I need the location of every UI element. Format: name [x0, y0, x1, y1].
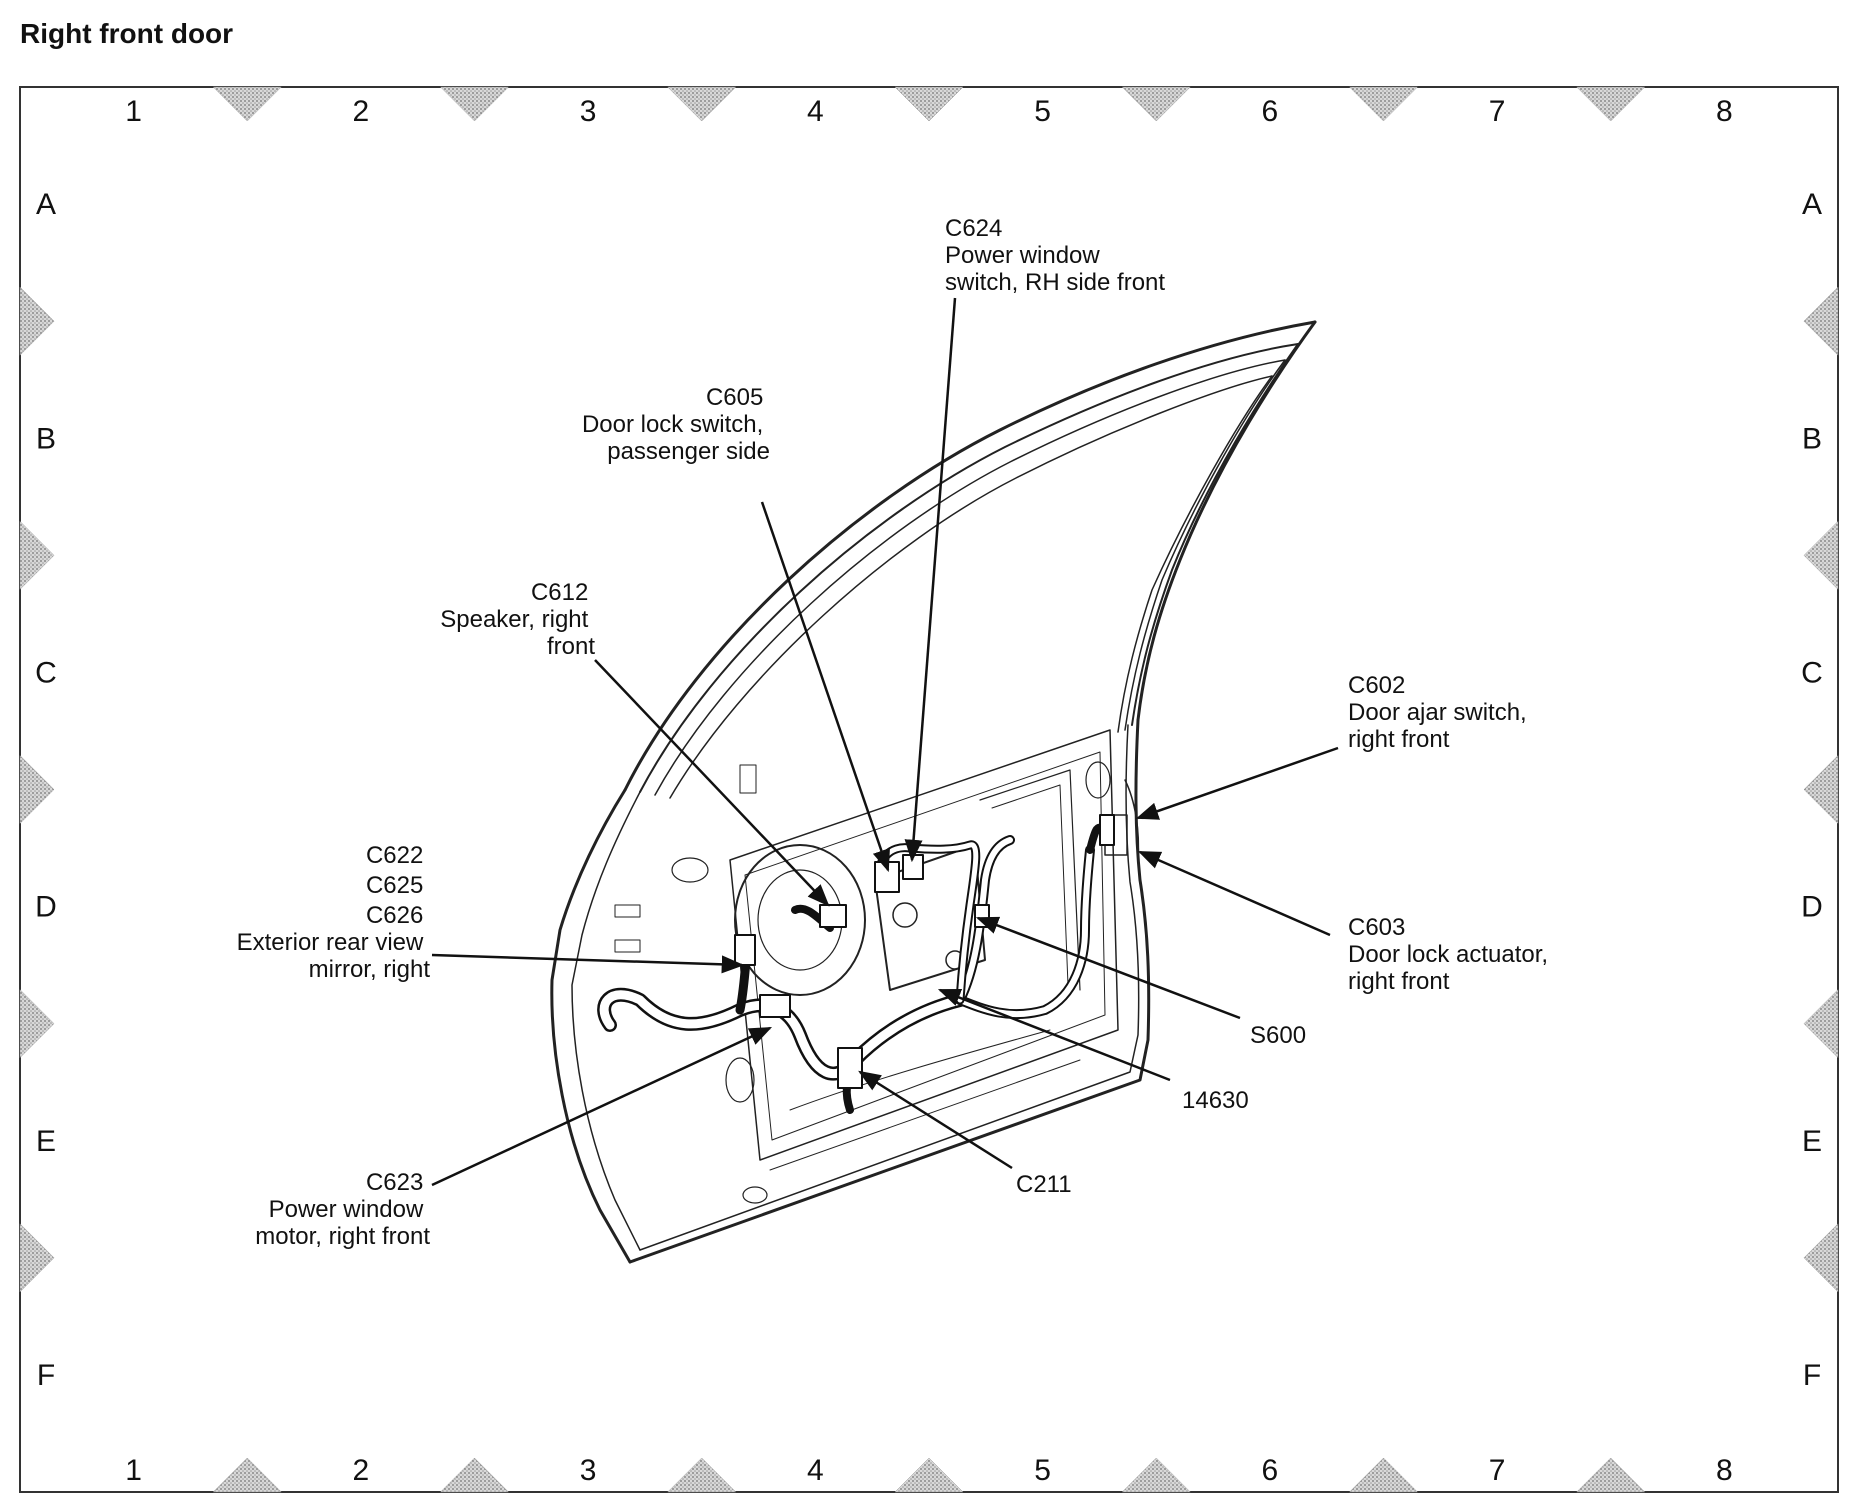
callout-c612: C612 Speaker, right front	[440, 579, 595, 660]
column-marker-top	[894, 86, 964, 122]
row-label-right: D	[1801, 891, 1823, 924]
row-marker-right	[1803, 286, 1839, 356]
row-label-right: E	[1802, 1125, 1822, 1158]
callout-14630: 14630	[1182, 1087, 1249, 1114]
column-marker-bottom	[439, 1457, 510, 1493]
wiring-harness	[597, 814, 1115, 1114]
row-label-left: A	[36, 188, 56, 221]
row-label-left: E	[36, 1125, 56, 1158]
column-marker-top	[1121, 86, 1191, 122]
column-label-top: 2	[353, 95, 370, 128]
column-label-bottom: 3	[580, 1454, 597, 1487]
column-marker-bottom	[1576, 1457, 1646, 1493]
callout-c623: C623 Power window motor, right front	[255, 1169, 430, 1250]
row-marker-right	[1803, 989, 1839, 1059]
column-label-bottom: 8	[1716, 1454, 1733, 1487]
door-illustration	[550, 320, 1317, 1264]
column-marker-top	[212, 86, 282, 122]
callout-c603: C603 Door lock actuator, right front	[1348, 914, 1555, 995]
row-marker-left	[19, 989, 55, 1059]
column-marker-top	[1576, 86, 1646, 122]
row-marker-left	[19, 1223, 55, 1293]
callout-c211: C211	[1016, 1171, 1072, 1198]
row-marker-left	[19, 286, 55, 356]
callout-c605: C605 Door lock switch, passenger side	[582, 384, 770, 465]
column-marker-bottom	[1348, 1457, 1419, 1493]
column-marker-bottom	[894, 1457, 964, 1493]
callout-s600: S600	[1250, 1022, 1306, 1049]
row-label-right: A	[1802, 188, 1822, 221]
leader-lines	[431, 297, 1339, 1187]
column-label-top: 4	[807, 95, 824, 128]
column-marker-top	[439, 86, 510, 122]
column-label-bottom: 2	[353, 1454, 370, 1487]
column-marker-top	[667, 86, 737, 122]
column-label-top: 3	[580, 95, 597, 128]
column-marker-bottom	[667, 1457, 737, 1493]
column-label-top: 7	[1489, 95, 1506, 128]
column-label-top: 8	[1716, 95, 1733, 128]
row-marker-right	[1803, 754, 1839, 825]
column-marker-top	[1348, 86, 1419, 122]
column-label-bottom: 7	[1489, 1454, 1506, 1487]
grid-zone-markers	[19, 86, 1839, 1493]
callout-c622: C622 C625 C626 Exterior rear view mirror…	[237, 842, 431, 983]
column-label-top: 5	[1034, 95, 1051, 128]
row-marker-left	[19, 520, 55, 590]
column-label-bottom: 1	[125, 1454, 142, 1487]
row-label-right: F	[1803, 1359, 1821, 1392]
column-label-bottom: 6	[1262, 1454, 1279, 1487]
page-title: Right front door	[20, 18, 234, 49]
column-marker-bottom	[212, 1457, 282, 1493]
row-label-left: B	[36, 422, 56, 455]
callout-c624: C624 Power window switch, RH side front	[945, 215, 1165, 296]
row-marker-right	[1803, 520, 1839, 590]
row-label-right: C	[1801, 656, 1823, 689]
row-label-left: C	[35, 656, 57, 689]
row-marker-left	[19, 754, 55, 825]
callout-labels: C624 Power window switch, RH side front …	[237, 215, 1555, 1250]
column-label-top: 1	[125, 95, 142, 128]
callout-c602: C602 Door ajar switch, right front	[1348, 672, 1533, 753]
row-label-left: D	[35, 891, 57, 924]
column-label-bottom: 5	[1034, 1454, 1051, 1487]
row-label-left: F	[37, 1359, 55, 1392]
grid-frame	[19, 86, 1839, 1493]
row-label-right: B	[1802, 422, 1822, 455]
row-marker-right	[1803, 1223, 1839, 1293]
column-label-bottom: 4	[807, 1454, 824, 1487]
column-marker-bottom	[1121, 1457, 1191, 1493]
column-label-top: 6	[1262, 95, 1279, 128]
